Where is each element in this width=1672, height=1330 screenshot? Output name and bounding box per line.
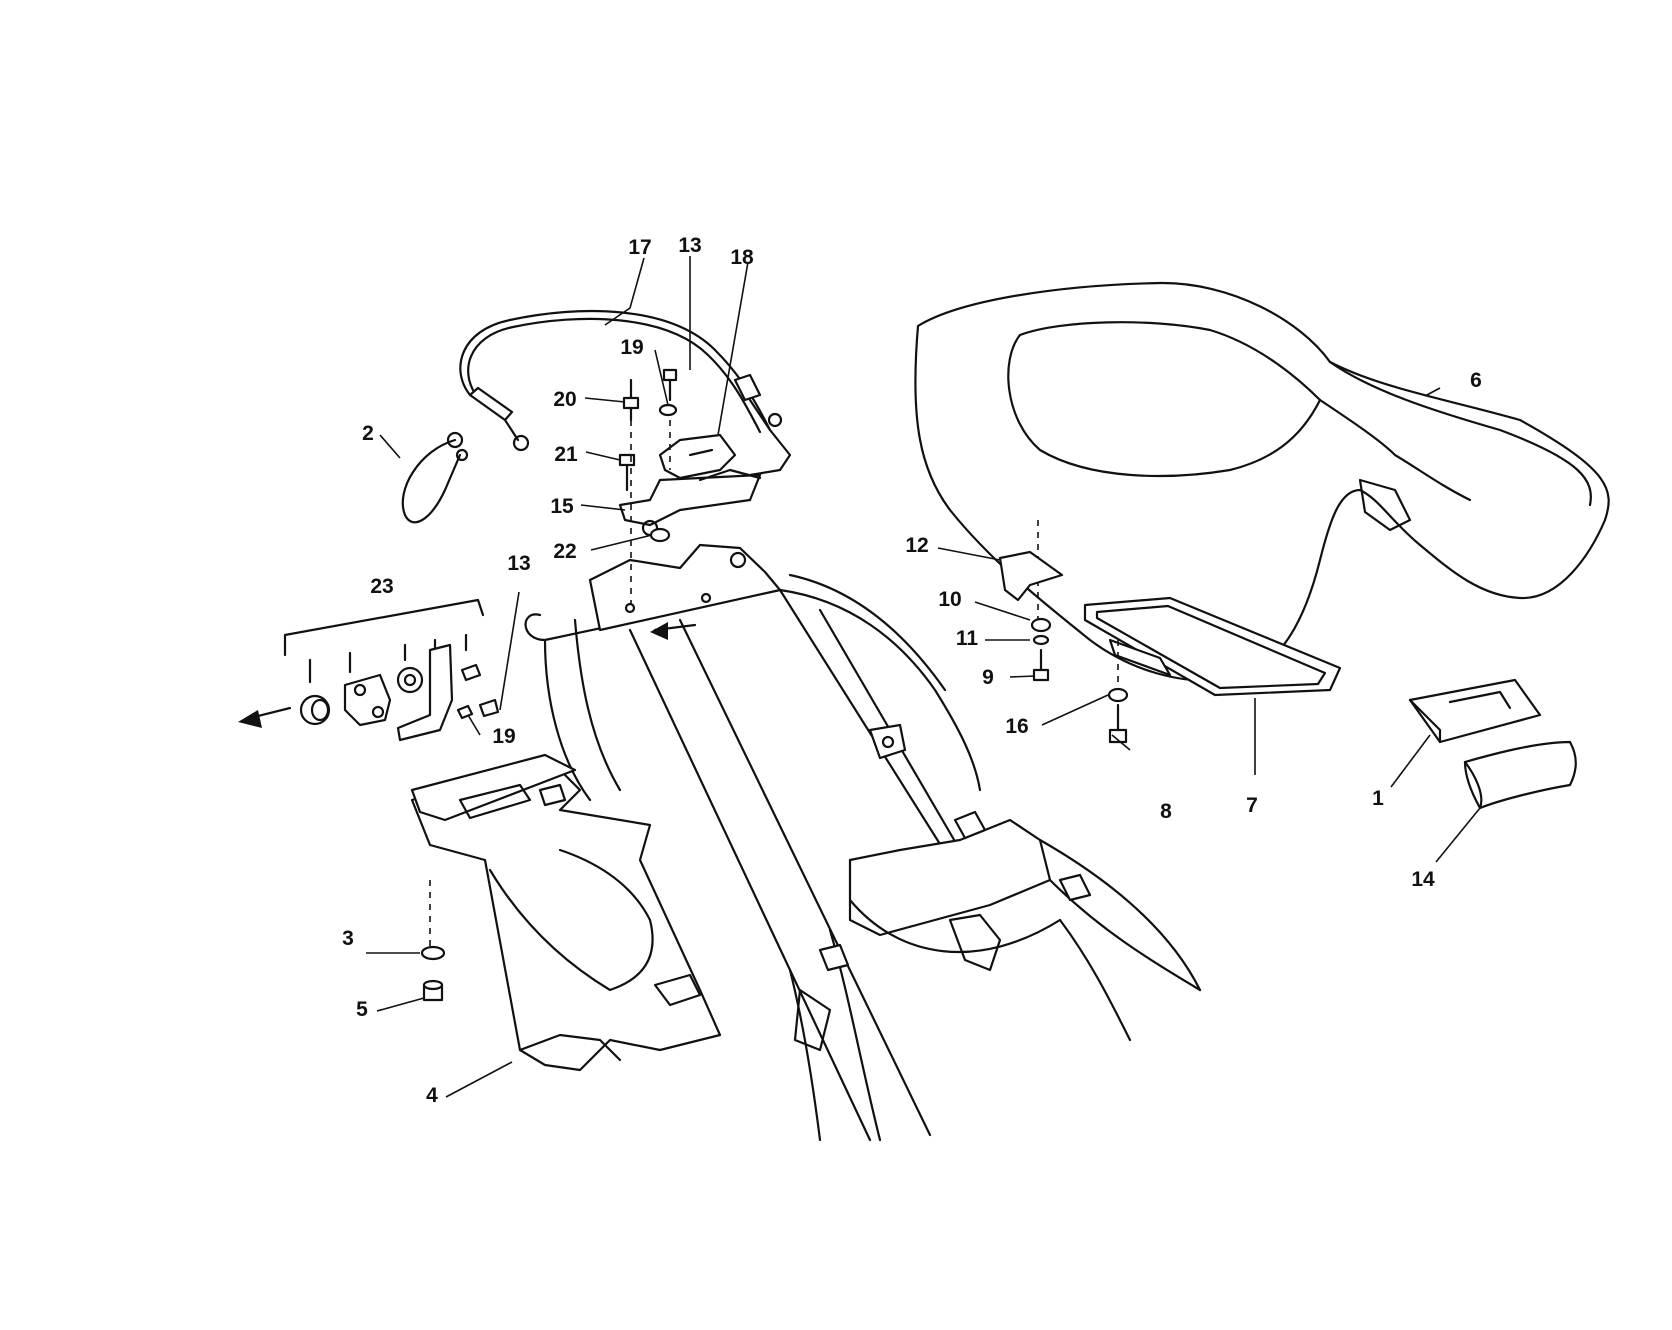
callout-6: 6 <box>1470 369 1482 392</box>
seat-part <box>914 281 1610 683</box>
callout-5: 5 <box>356 998 368 1021</box>
callout-21: 21 <box>554 443 578 466</box>
callout-12: 12 <box>905 534 928 557</box>
lock-assembly-part <box>238 598 500 742</box>
callout-10: 10 <box>938 588 961 611</box>
seat-pads-part <box>1408 678 1577 810</box>
lanyard-cable-part <box>401 431 469 524</box>
callout-11: 11 <box>956 627 979 650</box>
frame-part <box>524 543 1202 1142</box>
callout-7: 7 <box>1246 794 1258 817</box>
callout-16: 16 <box>1005 715 1028 738</box>
latch-assembly-part <box>618 433 762 537</box>
seat-tray-part <box>1083 596 1342 697</box>
callout-19-bottom: 19 <box>492 725 515 748</box>
callout-1: 1 <box>1372 787 1384 810</box>
callout-3: 3 <box>342 927 354 950</box>
callout-9: 9 <box>982 666 994 689</box>
callout-19-top: 19 <box>620 336 643 359</box>
callout-17: 17 <box>628 236 651 259</box>
callout-4: 4 <box>426 1084 438 1107</box>
callout-14: 14 <box>1411 868 1435 891</box>
callout-13-left: 13 <box>507 552 530 575</box>
callout-23: 23 <box>370 575 393 598</box>
callout-15: 15 <box>550 495 574 518</box>
callout-22: 22 <box>553 540 576 563</box>
callout-8: 8 <box>1160 800 1172 823</box>
callout-13-top: 13 <box>678 234 701 257</box>
leader-lines <box>366 256 1481 1098</box>
callout-labels: 1 2 3 4 5 6 7 8 9 10 11 12 13 13 14 15 1… <box>342 234 1482 1107</box>
callout-2: 2 <box>362 422 374 445</box>
undertray-part <box>410 753 722 1072</box>
fasteners-part <box>420 368 1129 1002</box>
callout-18: 18 <box>730 246 754 269</box>
callout-20: 20 <box>553 388 576 411</box>
